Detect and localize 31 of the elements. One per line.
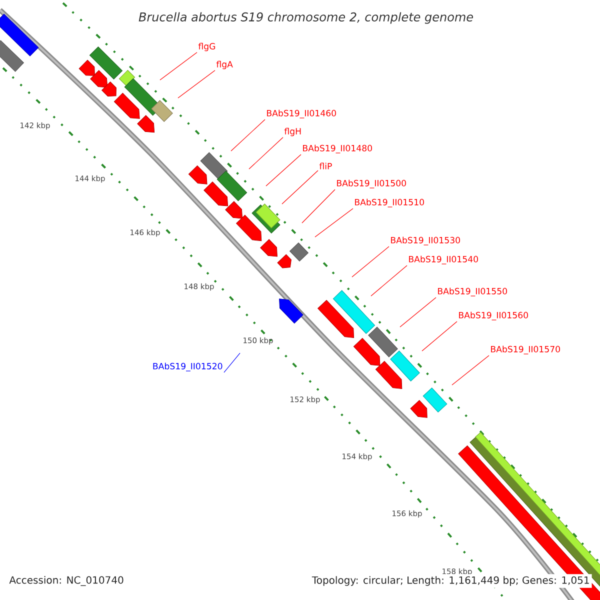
title: Brucella abortus S19 chromosome 2, complete genome	[138, 12, 474, 24]
leader-line	[302, 189, 336, 224]
gene-label: flgH	[284, 128, 301, 136]
gene-label: BAbS19_II01540	[409, 256, 478, 264]
gene-label: BAbS19_II01530	[391, 236, 460, 246]
gene-label: BAbS19_II01570	[491, 346, 560, 354]
leader-line	[422, 321, 458, 352]
gene-label: BAbS19_II01510	[355, 198, 424, 208]
gene-label: BAbS19_II01550	[438, 288, 507, 296]
gene-label: fliP	[319, 162, 332, 170]
gene-label: BAbS19_II01520	[153, 362, 222, 372]
leader-line	[248, 137, 284, 170]
leader-line	[224, 352, 240, 373]
leader-line	[314, 208, 354, 238]
leader-line	[400, 297, 436, 328]
leader-line	[282, 170, 318, 204]
genome-info-text: Topology: circular; Length: 1,161,449 bp; Genes: 1,051	[310, 574, 592, 588]
gene-label: BAbS19_II01480	[303, 144, 372, 154]
leader-line	[160, 52, 198, 80]
leader-line	[452, 355, 490, 386]
gene-label: flgA	[216, 60, 233, 70]
gene-label: BAbS19_II01500	[337, 180, 406, 188]
leader-line	[370, 265, 408, 296]
leader-line	[230, 119, 266, 152]
leader-line	[266, 154, 302, 186]
gene-label: BAbS19_II01460	[267, 110, 336, 118]
gene-label: BAbS19_II01560	[459, 312, 528, 320]
gene-label: flgG	[198, 42, 216, 52]
accession-text: Accession: NC_010740	[9, 576, 124, 586]
leader-line	[352, 246, 390, 278]
leader-line	[178, 70, 216, 98]
